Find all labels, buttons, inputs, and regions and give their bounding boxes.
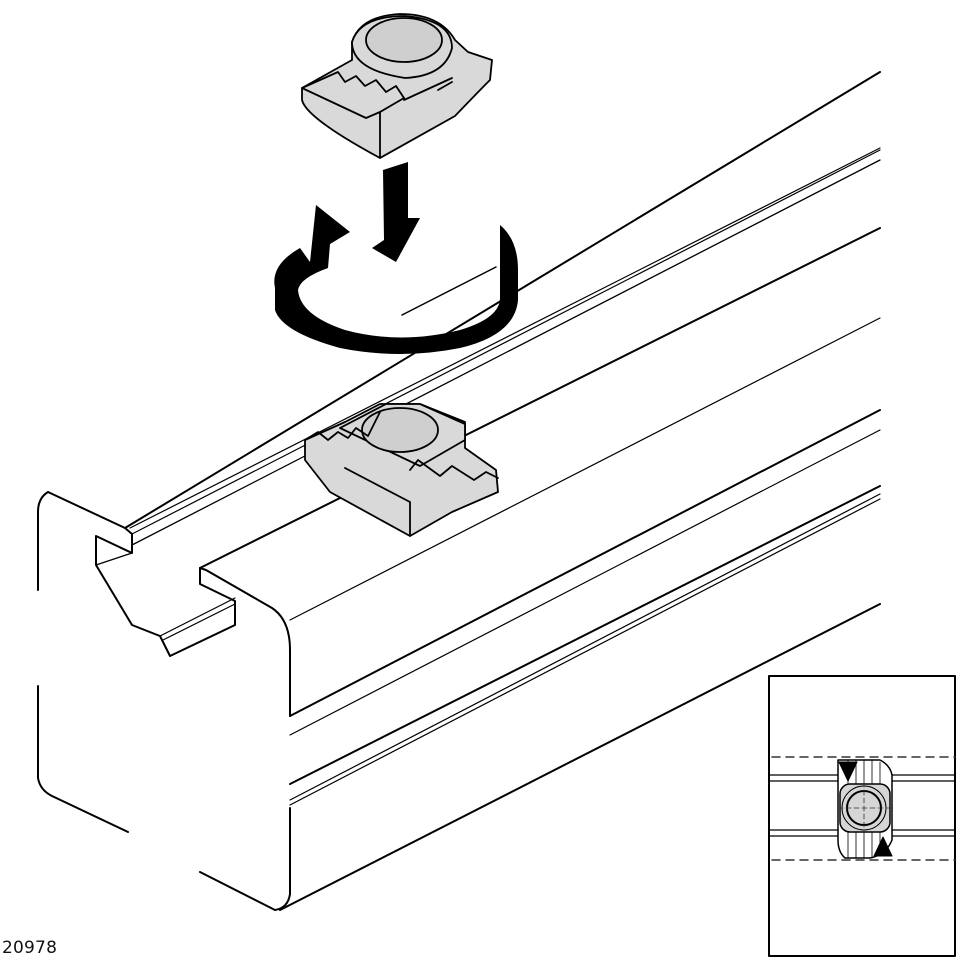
aluminium-profile bbox=[37, 71, 881, 911]
down-arrow-icon bbox=[372, 162, 420, 262]
t-slot-nut-seated bbox=[304, 403, 499, 537]
groove-centerline bbox=[401, 266, 497, 316]
alignment-triangle-top-icon bbox=[838, 761, 858, 782]
figure-reference-number: 20978 bbox=[2, 938, 58, 958]
alignment-triangle-bottom-icon bbox=[873, 836, 893, 857]
t-slot-nut-top bbox=[301, 13, 493, 159]
detail-inset bbox=[768, 675, 956, 957]
